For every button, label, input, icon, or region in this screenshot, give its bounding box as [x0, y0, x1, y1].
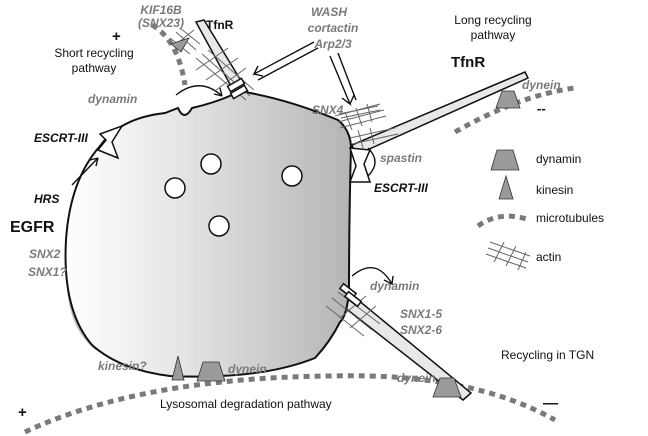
legend-actin-icon	[485, 241, 531, 271]
legend-label-kinesin: kinesin	[536, 183, 574, 197]
arrow-spastin	[367, 147, 376, 177]
dynamin-rings	[226, 77, 363, 308]
label-snx1: SNX1?	[28, 265, 67, 279]
arrow-hrs	[71, 157, 99, 186]
label-recycling-tgn: Recycling in TGN	[501, 348, 595, 362]
actin-tgn	[325, 291, 381, 337]
label-minus-bottom: —	[543, 395, 558, 412]
arrow-wash-1b	[257, 47, 319, 81]
legend-kinesin-icon	[498, 174, 514, 200]
legend-dynamin-icon	[490, 149, 520, 171]
microtubule-lysosomal	[23, 373, 557, 435]
label-dynein-top: dynein	[522, 78, 561, 92]
label-long-recycling-2: pathway	[470, 28, 516, 42]
label-snx26: SNX2-6	[400, 323, 443, 337]
label-spastin: spastin	[380, 151, 423, 165]
label-snx2: SNX2	[29, 247, 61, 261]
arrows	[71, 41, 394, 286]
label-egfr: EGFR	[10, 219, 55, 236]
label-lysosomal: Lysosomal degradation pathway	[160, 397, 332, 411]
intraluminal-vesicles	[164, 153, 303, 237]
label-minus-top: --	[537, 101, 546, 116]
legend-label-actin: actin	[536, 250, 562, 264]
label-escrt-right: ESCRT-III	[374, 181, 428, 195]
label-wash: WASH	[311, 5, 347, 19]
label-cortactin: cortactin	[307, 21, 359, 35]
legend-label-microtubules: microtubules	[536, 211, 605, 225]
label-hrs: HRS	[34, 192, 60, 206]
legend-microtubule-icon	[476, 213, 531, 229]
legend-icons	[476, 149, 531, 271]
arrow-wash-1	[252, 41, 315, 77]
dynein-top	[495, 90, 521, 109]
arrow-dynamin-tgn	[351, 267, 394, 286]
label-dynein-bottom: dynein	[228, 362, 267, 376]
label-short-recycling-1: Short recycling	[54, 46, 134, 60]
arrow-wash-2	[329, 55, 355, 107]
kif16b-motor	[170, 37, 190, 53]
long-recycling-tubule	[351, 71, 530, 157]
kinesin-bottom	[171, 355, 185, 381]
label-snx4: SNX4	[312, 103, 344, 117]
label-kinesin-bottom: kinesin?	[98, 359, 147, 373]
label-plus-bottom: +	[18, 404, 27, 421]
label-snx15: SNX1-5	[400, 307, 443, 321]
escrt-right-shape	[348, 147, 372, 183]
label-dynamin-tgn: dynamin	[370, 279, 420, 293]
arrow-wash-2b	[337, 52, 357, 101]
legend-label-dynamin: dynamin	[536, 152, 582, 166]
label-plus-top: +	[112, 28, 121, 45]
label-tfnr-right: TfnR	[451, 54, 486, 71]
actin-spastin	[349, 127, 399, 149]
label-dynein-bottom-right: dynein	[397, 371, 436, 385]
label-arp23: Arp2/3	[314, 37, 352, 51]
dynein-bottom-right	[432, 377, 462, 398]
label-short-recycling-2: pathway	[71, 61, 117, 75]
microtubule-short-recycling	[150, 22, 188, 86]
escrt-left-shape	[96, 124, 124, 160]
label-kif16b: KIF16B	[140, 3, 182, 17]
label-dynamin-top: dynamin	[88, 92, 138, 106]
actin-short	[195, 47, 255, 101]
label-long-recycling-1: Long recycling	[454, 13, 532, 27]
actin-meshes	[169, 27, 399, 337]
motor-proteins	[170, 37, 521, 398]
dynein-bottom	[196, 361, 226, 382]
label-snx23: (SNX23)	[137, 16, 185, 30]
arrow-dynamin-top	[175, 85, 223, 97]
label-escrt-left: ESCRT-III	[34, 131, 88, 145]
label-tfnr-top: TfnR	[206, 18, 234, 32]
arrow-hrs-head	[89, 157, 99, 167]
actin-snx4-label	[338, 105, 381, 119]
